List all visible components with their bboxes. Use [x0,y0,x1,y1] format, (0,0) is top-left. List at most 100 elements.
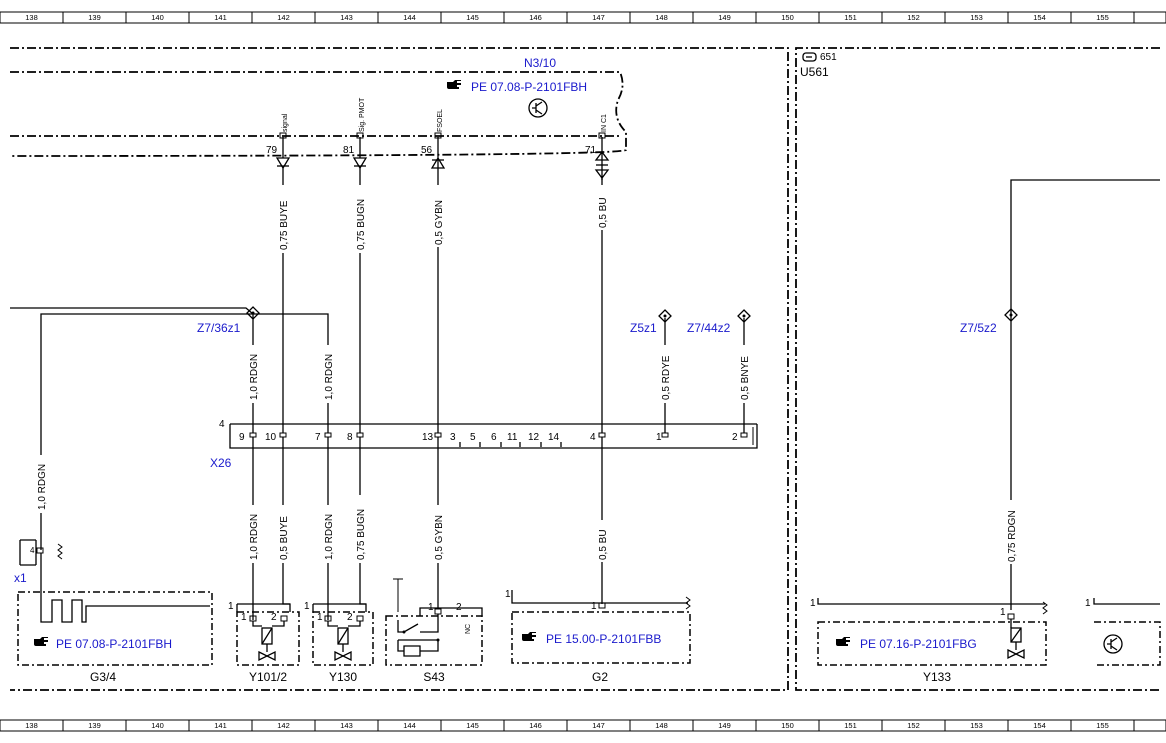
column-strip-bottom [0,719,1166,732]
connector-x1: 4 x1 [14,539,63,585]
svg-text:0,5 RDYE: 0,5 RDYE [661,355,672,400]
column-strip-top [0,11,1166,24]
top-pin-71: IN C1 71 [585,114,610,180]
column-number-top: 150 [781,13,794,22]
column-number-bottom: 152 [907,721,920,730]
svg-text:4: 4 [30,546,35,555]
column-number-top: 154 [1033,13,1046,22]
svg-text:1: 1 [304,601,310,612]
svg-text:G2: G2 [592,670,608,684]
component-y101-2: 1 1 2 Y101/2 [228,601,300,684]
svg-text:13: 13 [422,432,434,443]
svg-text:Sig. PMOT: Sig. PMOT [359,97,366,132]
svg-text:1: 1 [591,601,597,612]
wire-label-mid-bnye: 0,5 BNYE [738,345,751,403]
column-number-bottom: 153 [970,721,983,730]
svg-text:56: 56 [421,145,433,156]
column-number-bottom: 147 [592,721,605,730]
svg-text:NC: NC [465,624,472,634]
column-number-top: 140 [151,13,164,22]
right-frame [795,47,1160,691]
engine-code: 651 [820,52,837,63]
u561-label: U561 [800,65,829,79]
svg-text:1: 1 [1085,598,1091,609]
svg-text:1: 1 [810,598,816,609]
svg-text:14: 14 [548,432,560,443]
column-number-top: 144 [403,13,416,22]
column-number-bottom: 145 [466,721,479,730]
svg-text:G3/4: G3/4 [90,670,116,684]
label-z7-36z1: Z7/36z1 [197,321,241,335]
column-number-bottom: 151 [844,721,857,730]
svg-text:9: 9 [239,432,245,443]
wire-label-y133-rdgn: 0,75 RDGN [1005,500,1018,564]
svg-text:1: 1 [228,601,234,612]
svg-text:1,0 RDGN: 1,0 RDGN [324,354,335,400]
svg-text:79: 79 [266,145,278,156]
svg-text:0,5 BUYE: 0,5 BUYE [279,516,290,560]
splice-z7-44z2 [737,309,751,323]
label-z5z1: Z5z1 [630,321,657,335]
wire-label-top-bu: 0,5 BU [596,185,609,230]
pointing-hand-icon [522,632,536,641]
column-number-top: 155 [1096,13,1109,22]
svg-text:71: 71 [585,145,597,156]
component-partial-right: 1 [1085,598,1161,666]
svg-text:x1: x1 [14,571,27,585]
svg-text:0,5 GYBN: 0,5 GYBN [434,515,445,560]
column-number-bottom: 139 [88,721,101,730]
wire-label-mid-rdgn-2: 1,0 RDGN [322,345,335,403]
svg-text:2: 2 [456,602,462,613]
svg-text:1,0 RDGN: 1,0 RDGN [324,514,335,560]
svg-text:2: 2 [732,432,738,443]
column-number-top: 152 [907,13,920,22]
svg-text:1: 1 [505,589,511,600]
svg-text:8: 8 [347,432,353,443]
wire-label-bot-buye: 0,5 BUYE [277,505,290,563]
column-number-bottom: 154 [1033,721,1046,730]
svg-text:FSOEL: FSOEL [437,109,444,132]
column-number-bottom: 142 [277,721,290,730]
svg-text:3: 3 [450,432,456,443]
wire-label-mid-rdgn-1: 1,0 RDGN [247,345,260,403]
svg-text:0,75 BUGN: 0,75 BUGN [356,509,367,560]
column-number-bottom: 144 [403,721,416,730]
column-number-bottom: 140 [151,721,164,730]
svg-text:0,5 BU: 0,5 BU [598,529,609,560]
column-number-top: 138 [25,13,38,22]
top-pin-81: Sig. PMOT 81 [343,97,368,170]
svg-text:Y130: Y130 [329,670,357,684]
column-number-top: 153 [970,13,983,22]
svg-text:81: 81 [343,145,355,156]
wire-label-top-bugn: 0,75 BUGN [354,185,367,253]
wire-label-bot-bugn: 0,75 BUGN [354,495,367,563]
svg-text:7: 7 [315,432,321,443]
column-number-top: 141 [214,13,227,22]
top-pin-56: FSOEL 56 [421,109,446,169]
wire-label-top-gybn: 0,5 GYBN [432,185,445,247]
svg-text:1: 1 [656,432,662,443]
wire-left-incoming [10,307,254,315]
svg-text:1: 1 [241,612,247,623]
column-number-bottom: 150 [781,721,794,730]
svg-text:S43: S43 [423,670,445,684]
svg-text:11: 11 [507,432,518,443]
column-number-top: 142 [277,13,290,22]
transistor-icon [528,98,548,118]
component-g3-4: PE 07.08-P-2101FBH G3/4 [17,591,213,684]
column-number-top: 146 [529,13,542,22]
svg-text:10: 10 [265,432,277,443]
column-number-top: 148 [655,13,668,22]
n3-10-label: N3/10 [524,56,556,70]
svg-text:0,5 BNYE: 0,5 BNYE [740,356,751,400]
svg-text:1,0 RDGN: 1,0 RDGN [249,514,260,560]
wire-label-bot-bu: 0,5 BU [596,520,609,562]
wire-label-bot-gybn: 0,5 GYBN [432,505,445,563]
svg-text:1: 1 [428,602,434,613]
svg-text:0,75 BUYE: 0,75 BUYE [279,200,290,250]
svg-text:0,5 BU: 0,5 BU [598,197,609,228]
column-number-bottom: 155 [1096,721,1109,730]
svg-text:IN C1: IN C1 [601,114,608,132]
label-z7-44z2: Z7/44z2 [687,321,731,335]
svg-text:PE 07.16-P-2101FBG: PE 07.16-P-2101FBG [860,637,977,651]
